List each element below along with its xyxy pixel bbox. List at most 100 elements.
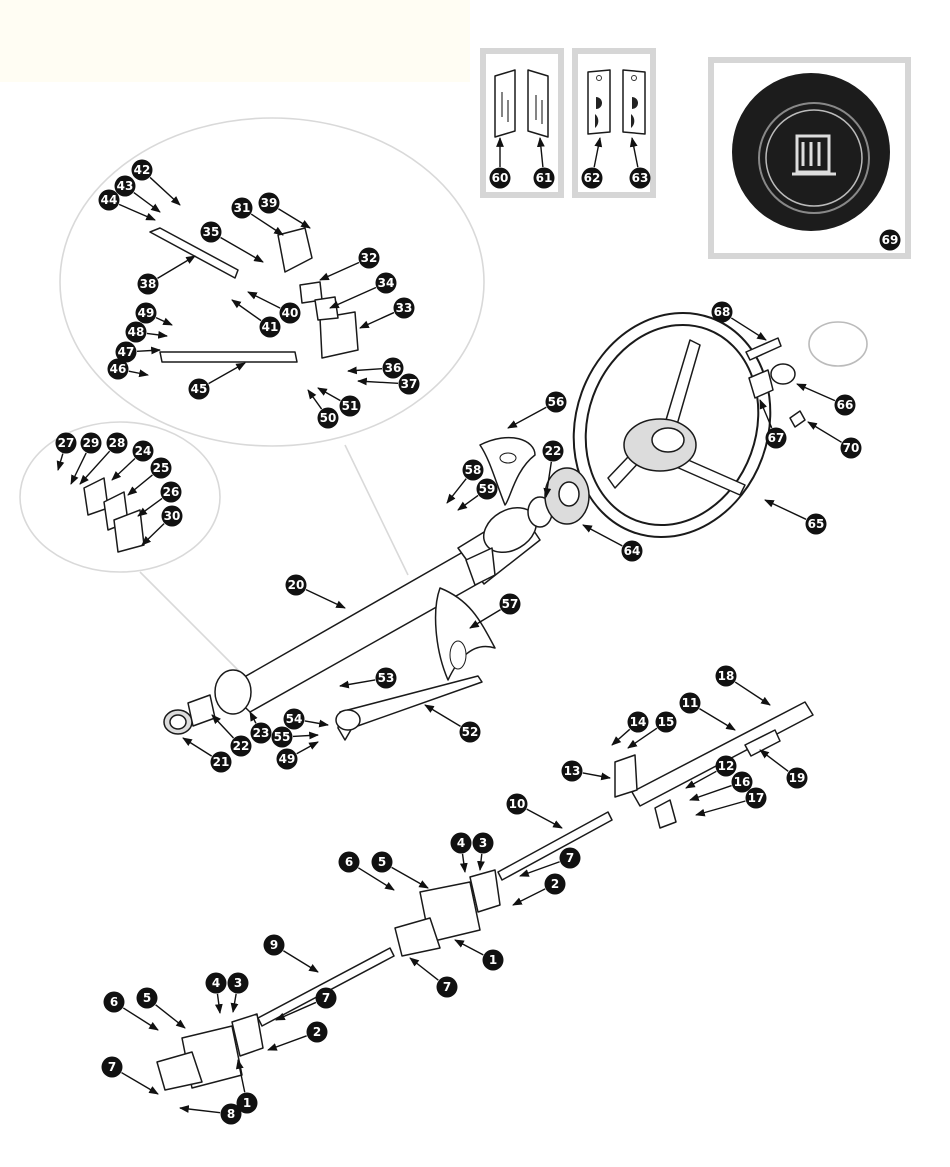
badge-circle bbox=[283, 708, 305, 730]
badge-circle bbox=[263, 934, 285, 956]
part-number-label: 23 bbox=[253, 726, 270, 740]
part-badge-46: 46 bbox=[107, 358, 129, 380]
badge-circle bbox=[227, 972, 249, 994]
part-badge-11: 11 bbox=[679, 692, 701, 714]
badge-circle bbox=[834, 394, 856, 416]
leader-line-34 bbox=[329, 286, 377, 309]
indicator-stalk bbox=[335, 675, 483, 741]
badge-circle bbox=[840, 437, 862, 459]
part-number-label: 50 bbox=[320, 411, 337, 425]
part-badge-21: 21 bbox=[210, 751, 232, 773]
part-badge-28: 28 bbox=[106, 432, 128, 454]
badge-circle bbox=[101, 1056, 123, 1078]
part-badge-60: 60 bbox=[489, 167, 511, 189]
leader-line-23 bbox=[249, 711, 258, 724]
part-number-label: 7 bbox=[108, 1060, 116, 1074]
part-number-label: 36 bbox=[385, 361, 402, 375]
part-number-label: 49 bbox=[138, 306, 155, 320]
leader-line-7c bbox=[275, 1001, 317, 1021]
part-number-label: 70 bbox=[843, 441, 860, 455]
part-badge-1a: 1 bbox=[482, 949, 504, 971]
badge-circle bbox=[114, 175, 136, 197]
badge-circle bbox=[131, 159, 153, 181]
leader-line-47 bbox=[136, 346, 161, 355]
leader-line-4b bbox=[214, 993, 223, 1014]
part-number-label: 65 bbox=[808, 517, 825, 531]
leader-line-15 bbox=[627, 727, 658, 749]
part-number-label: 4 bbox=[212, 976, 220, 990]
part-number-label: 8 bbox=[227, 1107, 235, 1121]
leader-line-26 bbox=[137, 497, 163, 517]
leader-line-43 bbox=[133, 191, 161, 213]
leader-line-61 bbox=[536, 137, 545, 168]
part-number-label: 58 bbox=[465, 463, 482, 477]
part-number-label: 6 bbox=[110, 995, 118, 1009]
part-number-label: 4 bbox=[457, 836, 465, 850]
leader-line-64 bbox=[582, 524, 623, 547]
part-badge-49a: 49 bbox=[135, 302, 157, 324]
part-number-label: 6 bbox=[345, 855, 353, 869]
part-number-label: 53 bbox=[378, 671, 395, 685]
part-number-label: 41 bbox=[262, 320, 279, 334]
part-number-label: 9 bbox=[270, 938, 278, 952]
part-badge-64: 64 bbox=[621, 540, 643, 562]
part-number-label: 3 bbox=[479, 836, 487, 850]
badge-circle bbox=[306, 1021, 328, 1043]
badge-circle bbox=[375, 667, 397, 689]
badge-circle bbox=[489, 167, 511, 189]
badge-circle bbox=[371, 851, 393, 873]
part-badge-70: 70 bbox=[840, 437, 862, 459]
badge-circle bbox=[160, 481, 182, 503]
part-badge-24: 24 bbox=[132, 440, 154, 462]
badge-circle bbox=[476, 478, 498, 500]
universal-joint-upper bbox=[394, 869, 501, 957]
badge-circle bbox=[398, 373, 420, 395]
leader-line-42 bbox=[149, 176, 181, 206]
steering-wheel bbox=[572, 311, 772, 539]
part-number-label: 5 bbox=[143, 991, 151, 1005]
part-badge-38: 38 bbox=[137, 273, 159, 295]
part-badge-16: 16 bbox=[731, 771, 753, 793]
badge-circle bbox=[358, 247, 380, 269]
part-badge-8: 8 bbox=[220, 1103, 242, 1125]
badge-circle bbox=[879, 229, 901, 251]
leader-line-58 bbox=[446, 478, 467, 504]
part-number-label: 3 bbox=[234, 976, 242, 990]
part-badge-50: 50 bbox=[317, 407, 339, 429]
part-number-label: 13 bbox=[564, 764, 581, 778]
part-number-label: 11 bbox=[682, 696, 699, 710]
leader-line-13 bbox=[582, 772, 611, 781]
part-number-label: 46 bbox=[110, 362, 127, 376]
leader-line-22a bbox=[211, 714, 234, 739]
badge-circle bbox=[161, 505, 183, 527]
part-badge-44: 44 bbox=[98, 189, 120, 211]
badge-circle bbox=[506, 793, 528, 815]
part-badge-7d: 7 bbox=[101, 1056, 123, 1078]
steering-wheel-hub bbox=[544, 321, 868, 525]
part-number-label: 69 bbox=[882, 233, 899, 247]
leader-line-48 bbox=[146, 330, 168, 339]
leader-line-7a bbox=[519, 861, 560, 877]
badge-circle bbox=[80, 432, 102, 454]
badge-circle bbox=[338, 851, 360, 873]
badge-circle bbox=[250, 722, 272, 744]
leader-line-25 bbox=[127, 474, 153, 496]
badge-circle bbox=[55, 432, 77, 454]
badge-circle bbox=[236, 1092, 258, 1114]
part-number-label: 67 bbox=[768, 431, 785, 445]
badge-circle bbox=[533, 167, 555, 189]
leader-line-28 bbox=[79, 450, 111, 485]
part-number-label: 18 bbox=[718, 669, 735, 683]
part-number-label: 1 bbox=[243, 1096, 251, 1110]
part-badge-52: 52 bbox=[459, 721, 481, 743]
part-number-label: 40 bbox=[282, 306, 299, 320]
badge-circle bbox=[132, 440, 154, 462]
badge-circle bbox=[279, 302, 301, 324]
part-badge-4a: 4 bbox=[450, 832, 472, 854]
badge-circle bbox=[499, 593, 521, 615]
leader-line-35 bbox=[220, 236, 264, 263]
leader-line-9 bbox=[283, 950, 319, 973]
badge-circle bbox=[472, 832, 494, 854]
badge-circle bbox=[715, 665, 737, 687]
